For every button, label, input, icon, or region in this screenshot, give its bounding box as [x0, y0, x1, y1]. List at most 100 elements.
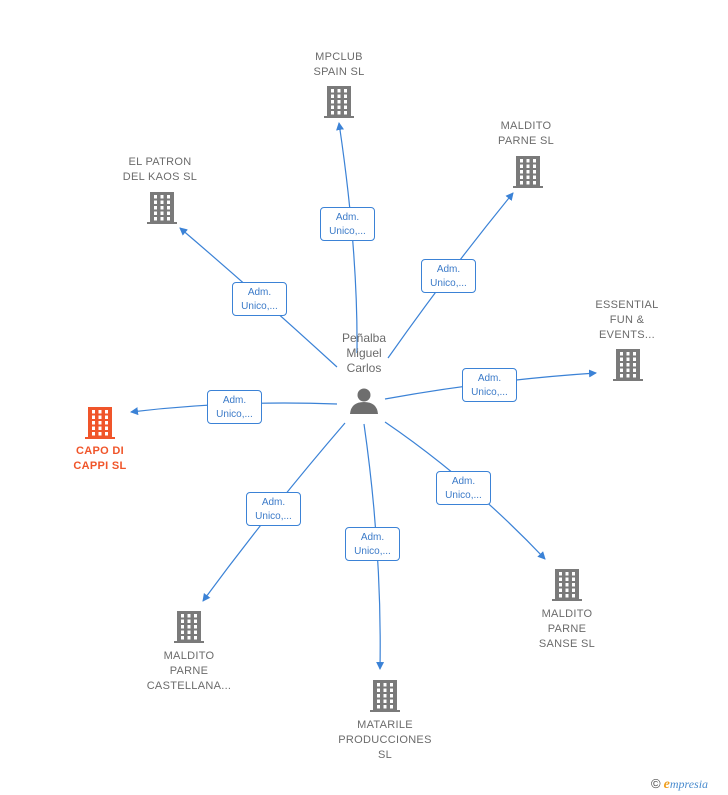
company-name-line: DEL KAOS SL — [122, 171, 198, 183]
building-window — [390, 705, 393, 709]
building-window — [105, 415, 108, 419]
building-base — [324, 116, 354, 118]
building-icon[interactable] — [552, 569, 582, 601]
building-window — [105, 426, 108, 430]
role-box-matarile[interactable]: Adm.Unico,... — [345, 527, 400, 561]
building-window — [337, 89, 341, 93]
building-window — [181, 619, 184, 623]
company-name-line: MPCLUB — [315, 51, 363, 63]
brand-footer: ©empresia — [651, 776, 708, 793]
building-window — [620, 357, 623, 361]
building-window — [390, 683, 393, 687]
building-window — [92, 415, 95, 419]
building-icon[interactable] — [513, 156, 543, 188]
building-window — [337, 100, 341, 104]
company-name-line: EVENTS... — [599, 329, 655, 341]
company-name-line: PARNE — [169, 665, 209, 677]
person-name-line: Carlos — [346, 361, 382, 375]
building-window — [620, 352, 623, 356]
role-box-essential[interactable]: Adm.Unico,... — [462, 368, 517, 402]
building-window — [344, 94, 347, 98]
building-window — [377, 699, 380, 703]
building-window — [331, 89, 334, 93]
role-text-line: Adm. — [335, 212, 360, 223]
company-name-line: PRODUCCIONES — [338, 734, 432, 746]
building-window — [559, 583, 562, 587]
building-icon[interactable] — [174, 611, 204, 643]
building-window — [181, 636, 184, 640]
building-window — [526, 175, 530, 179]
building-icon[interactable] — [613, 349, 643, 381]
building-window — [167, 206, 170, 210]
company-name-line: PARNE — [547, 623, 587, 635]
building-window — [154, 206, 157, 210]
building-window — [626, 357, 630, 361]
building-window — [620, 363, 623, 367]
building-window — [572, 572, 575, 576]
building-icon[interactable] — [85, 407, 115, 439]
building-window — [533, 159, 536, 163]
building-window — [331, 94, 334, 98]
role-box-capo-di-cappi[interactable]: Adm.Unico,... — [207, 390, 262, 424]
building-window — [154, 195, 157, 199]
building-window — [565, 572, 569, 576]
company-label-mpclub[interactable]: MPCLUB SPAIN SL — [279, 50, 399, 80]
building-window — [337, 105, 341, 109]
company-name-line: MALDITO — [500, 120, 552, 132]
building-icon[interactable] — [324, 86, 354, 118]
building-window — [331, 105, 334, 109]
building-window — [194, 625, 197, 629]
building-window — [167, 217, 170, 221]
role-text-line: Adm. — [261, 497, 286, 508]
company-name-line: EL PATRON — [128, 156, 192, 168]
company-label-maldito-parne[interactable]: MALDITO PARNE SL — [466, 119, 586, 149]
building-window — [344, 100, 347, 104]
building-window — [98, 432, 102, 436]
person-head — [357, 388, 371, 402]
building-window — [633, 352, 636, 356]
role-box-maldito-sanse[interactable]: Adm.Unico,... — [436, 471, 491, 505]
company-name-line: MALDITO — [163, 650, 215, 662]
building-window — [377, 688, 380, 692]
role-box-maldito-castellana[interactable]: Adm.Unico,... — [246, 492, 301, 526]
building-window — [383, 705, 387, 709]
building-window — [92, 432, 95, 436]
company-label-el-patron[interactable]: EL PATRON DEL KAOS SL — [100, 155, 220, 185]
building-window — [98, 410, 102, 414]
building-icon[interactable] — [147, 192, 177, 224]
role-box-maldito-parne[interactable]: Adm. Unico,... — [421, 259, 476, 293]
building-window — [344, 111, 347, 115]
building-base — [147, 222, 177, 224]
building-window — [187, 630, 191, 634]
role-box-mpclub[interactable]: Adm.Unico,... — [320, 207, 375, 241]
role-text-line: Unico,... — [445, 490, 482, 501]
person-icon[interactable] — [350, 388, 378, 415]
role-text-line: Adm. — [436, 264, 461, 275]
building-icon[interactable] — [370, 680, 400, 712]
building-window — [520, 181, 523, 185]
building-window — [181, 625, 184, 629]
building-window — [167, 211, 170, 215]
role-text-line: Unico,... — [430, 278, 467, 289]
company-name-line: PARNE SL — [498, 135, 554, 147]
building-window — [633, 363, 636, 367]
building-window — [105, 410, 108, 414]
building-window — [337, 94, 341, 98]
company-name-line: SPAIN SL — [313, 66, 365, 78]
building-base — [513, 186, 543, 188]
company-name-line: SL — [377, 749, 393, 761]
building-window — [572, 588, 575, 592]
building-window — [626, 368, 630, 372]
role-text-line: Unico,... — [354, 546, 391, 557]
building-window — [92, 421, 95, 425]
role-box-el-patron[interactable]: Adm.Unico,... — [232, 282, 287, 316]
building-window — [572, 594, 575, 598]
building-window — [383, 699, 387, 703]
company-name-line: MALDITO — [541, 608, 593, 620]
